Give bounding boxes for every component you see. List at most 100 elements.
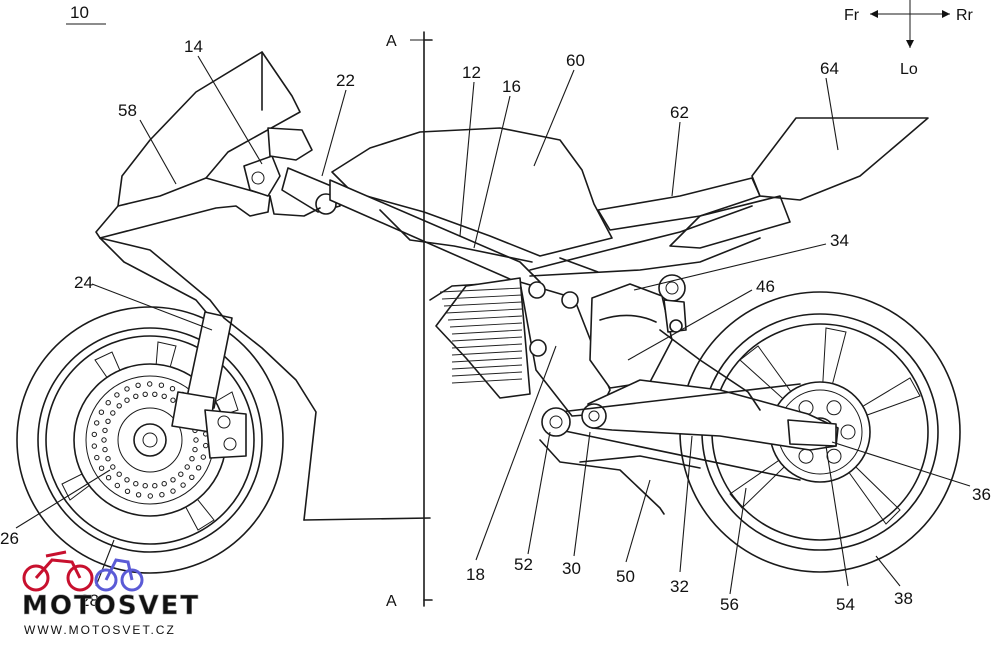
callout-58: 58: [118, 101, 137, 120]
disc-hole: [158, 382, 165, 388]
callout-46: 46: [756, 277, 775, 296]
drive-chain: [541, 383, 801, 481]
section-label-bottom: A: [386, 593, 397, 610]
callout-60: 60: [566, 51, 585, 70]
front-fork: [171, 311, 247, 459]
disc-hole: [114, 482, 121, 489]
disc-hole: [193, 437, 199, 443]
disc-hole: [124, 488, 131, 494]
belly-pan: [539, 439, 701, 515]
disc-hole: [102, 427, 108, 434]
disc-hole: [110, 464, 116, 470]
disc-hole: [98, 409, 105, 415]
fuel-tank: [331, 127, 613, 257]
disc-hole: [124, 386, 130, 392]
disc-hole: [200, 454, 207, 460]
disc-hole: [124, 477, 130, 483]
sprocket-hole: [840, 424, 856, 440]
callout-28: 28: [80, 591, 99, 610]
disc-hole: [180, 482, 186, 488]
disc-hole: [170, 397, 176, 403]
radiator-fin: [447, 315, 523, 321]
callout-labels: 14 22 58 12 16 60 62 64 34 46 24 26 28 1…: [0, 37, 991, 614]
radiator-fin: [451, 350, 523, 356]
disc-hole: [102, 446, 108, 453]
disc-hole: [105, 456, 111, 462]
disc-hole: [161, 481, 167, 487]
disc-hole: [192, 446, 198, 453]
disc-hole: [105, 475, 112, 481]
disc-hole: [195, 465, 202, 471]
callout-56: 56: [720, 595, 739, 614]
callout-22: 22: [336, 71, 355, 90]
section-line-a-a: A A: [386, 31, 433, 610]
disc-hole: [91, 443, 98, 449]
seat: [597, 177, 761, 231]
disc-hole: [189, 474, 195, 480]
direction-indicator: Fr Rr Lo: [844, 0, 974, 78]
callout-52: 52: [514, 555, 533, 574]
tail-cowl: [669, 117, 929, 249]
direction-lower: Lo: [900, 61, 918, 78]
disc-hole: [91, 431, 98, 438]
disc-hole: [159, 492, 165, 498]
disc-hole: [142, 483, 148, 489]
disc-hole: [116, 403, 122, 409]
front-fairing: [95, 51, 431, 521]
disc-hole: [178, 471, 184, 477]
disc-hole: [133, 481, 139, 487]
disc-hole: [170, 488, 176, 494]
callout-54: 54: [836, 595, 855, 614]
disc-hole: [203, 442, 209, 449]
rear-shock: [658, 274, 687, 333]
callout-18: 18: [466, 565, 485, 584]
radiator-fin: [451, 378, 523, 384]
callout-32: 32: [670, 577, 689, 596]
disc-hole: [135, 382, 141, 388]
leader-lines: [15, 55, 971, 595]
disc-hole: [147, 493, 154, 499]
callout-12: 12: [462, 63, 481, 82]
watermark-url: WWW.MOTOSVET.CZ: [24, 623, 176, 637]
disc-hole: [142, 391, 148, 397]
callout-14: 14: [184, 37, 203, 56]
disc-hole: [116, 471, 122, 477]
disc-hole: [189, 456, 195, 462]
disc-hole: [184, 464, 190, 470]
main-frame: [329, 179, 761, 417]
disc-hole: [94, 420, 100, 426]
callout-26: 26: [0, 529, 19, 548]
disc-hole: [135, 492, 142, 498]
disc-hole: [114, 392, 120, 398]
disc-hole: [94, 454, 100, 461]
motor-housing: [589, 283, 673, 389]
radiator-fin: [441, 294, 523, 300]
swingarm: [581, 329, 839, 451]
direction-front: Fr: [844, 7, 860, 24]
callout-36: 36: [972, 485, 991, 504]
radiator-fin: [451, 336, 523, 342]
disc-hole: [147, 381, 153, 387]
sprocket-hole: [826, 448, 842, 464]
disc-hole: [169, 386, 176, 392]
radiator-fin: [451, 364, 523, 370]
radiator-fin: [451, 357, 523, 363]
sprocket-hole: [826, 400, 842, 416]
radiator-fin: [451, 343, 523, 349]
disc-hole: [152, 391, 158, 397]
disc-hole: [124, 397, 130, 403]
disc-hole: [105, 418, 111, 424]
figure-number-text: 10: [70, 3, 89, 22]
callout-16: 16: [502, 77, 521, 96]
radiator-fin: [449, 322, 523, 328]
radiator-fin: [451, 329, 523, 335]
disc-hole: [152, 483, 158, 489]
callout-38: 38: [894, 589, 913, 608]
disc-hole: [101, 437, 107, 443]
callout-24: 24: [74, 273, 93, 292]
disc-hole: [133, 393, 139, 399]
watermark-brand: MOTOSVET: [22, 591, 200, 621]
figure-number: 10: [66, 3, 106, 25]
disc-hole: [98, 465, 105, 471]
